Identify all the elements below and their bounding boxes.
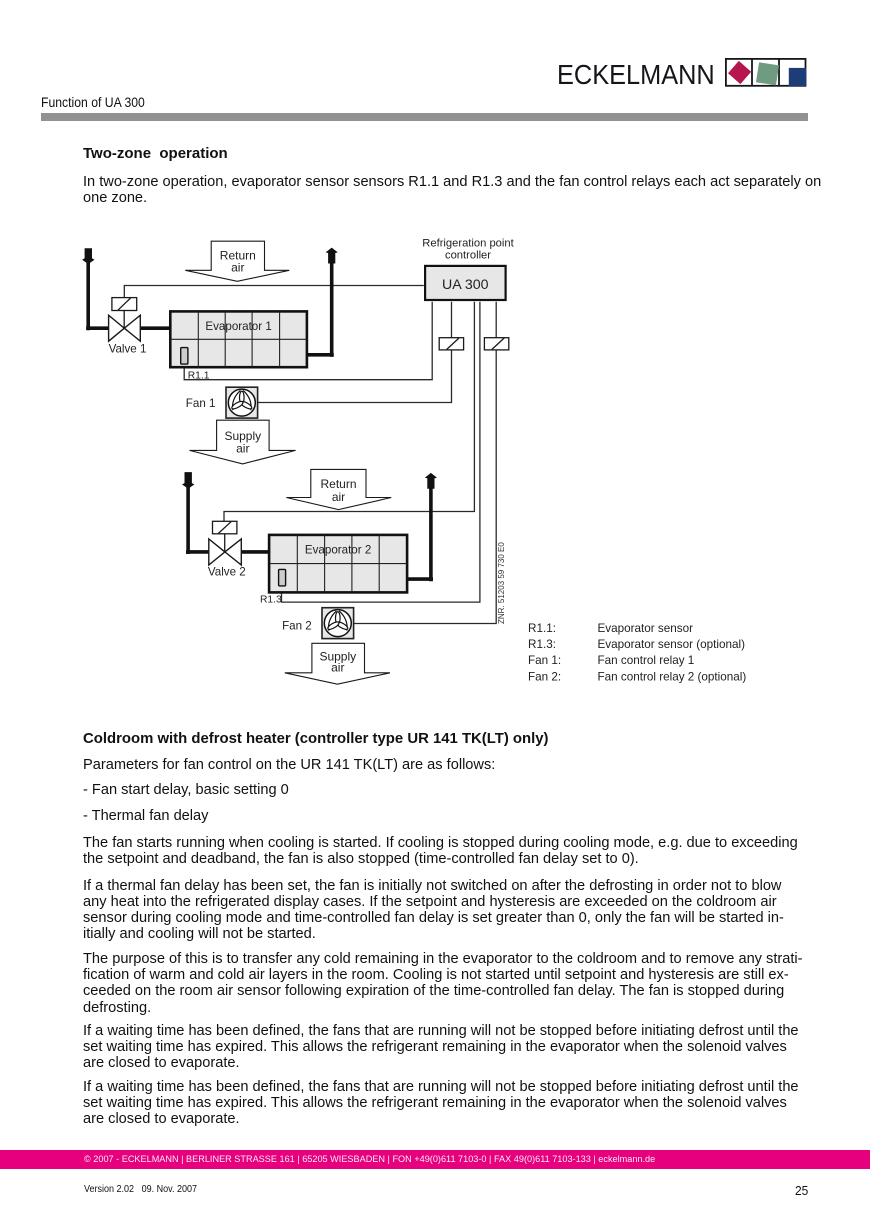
svg-text:Return: Return: [220, 248, 256, 262]
svg-text:R1.1:: R1.1:: [528, 622, 556, 635]
svg-text:R1.3: R1.3: [260, 594, 282, 605]
svg-text:UA 300: UA 300: [442, 277, 489, 293]
svg-text:Valve 1: Valve 1: [109, 343, 147, 356]
svg-text:Fan 2:: Fan 2:: [528, 670, 561, 683]
svg-text:Evaporator 1: Evaporator 1: [205, 320, 271, 333]
svg-text:controller: controller: [445, 249, 491, 261]
svg-text:air: air: [332, 490, 345, 504]
svg-text:Supply: Supply: [319, 650, 356, 664]
svg-text:Valve 2: Valve 2: [208, 566, 246, 579]
svg-text:Supply: Supply: [224, 429, 261, 443]
svg-text:air: air: [236, 441, 249, 455]
svg-text:R1.1: R1.1: [188, 370, 210, 381]
svg-text:Fan 1: Fan 1: [186, 397, 216, 410]
svg-text:Evaporator sensor: Evaporator sensor: [598, 622, 694, 635]
svg-text:R1.3:: R1.3:: [528, 638, 556, 651]
svg-text:air: air: [331, 661, 344, 675]
svg-text:Evaporator 2: Evaporator 2: [305, 544, 371, 557]
svg-text:Return: Return: [320, 477, 356, 491]
svg-text:Fan control relay 2 (optional): Fan control relay 2 (optional): [598, 670, 747, 683]
svg-text:Refrigeration point: Refrigeration point: [422, 237, 514, 249]
svg-text:Evaporator sensor (optional): Evaporator sensor (optional): [598, 638, 746, 651]
svg-text:ZNR. 51203 59 730 E0: ZNR. 51203 59 730 E0: [497, 542, 506, 624]
svg-text:Fan control relay 1: Fan control relay 1: [598, 654, 695, 667]
svg-text:Fan 2: Fan 2: [282, 619, 312, 632]
svg-text:Fan 1:: Fan 1:: [528, 654, 561, 667]
svg-text:air: air: [231, 260, 244, 274]
